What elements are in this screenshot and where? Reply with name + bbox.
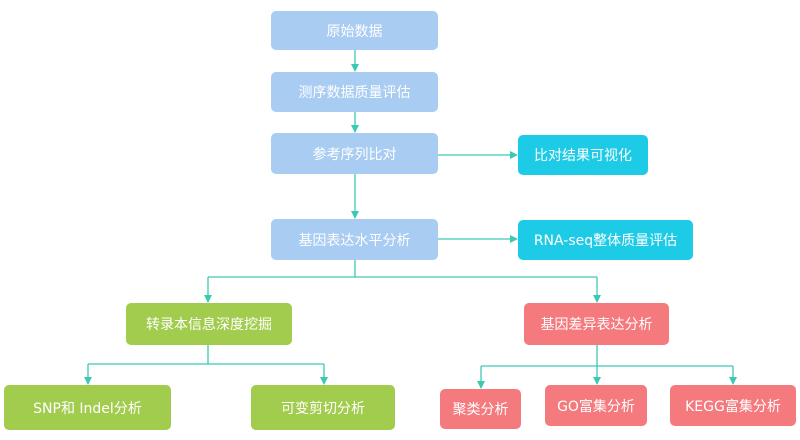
node-label: 聚类分析 (452, 402, 509, 418)
node-label: SNP和 Indel分析 (33, 400, 142, 417)
node-label: RNA-seq整体质量评估 (533, 233, 678, 249)
node-ref-alignment: 参考序列比对 (271, 133, 438, 174)
node-label: 基因表达水平分析 (298, 232, 411, 249)
node-label: 基因差异表达分析 (540, 317, 653, 333)
node-transcript-mining: 转录本信息深度挖掘 (126, 303, 292, 345)
node-label: KEGG富集分析 (685, 398, 781, 415)
node-label: 参考序列比对 (312, 146, 397, 163)
node-diff-expression: 基因差异表达分析 (524, 303, 669, 345)
node-seq-quality: 测序数据质量评估 (271, 72, 438, 112)
node-go-enrichment: GO富集分析 (545, 385, 647, 426)
node-label: GO富集分析 (557, 398, 635, 415)
node-label: 转录本信息深度挖掘 (146, 317, 272, 333)
node-snp-indel: SNP和 Indel分析 (4, 385, 171, 430)
node-label: 测序数据质量评估 (298, 85, 411, 101)
node-rnaseq-quality: RNA-seq整体质量评估 (518, 220, 693, 260)
node-alignment-visualization: 比对结果可视化 (518, 135, 648, 175)
node-clustering: 聚类分析 (440, 389, 521, 429)
node-alt-splicing: 可变剪切分析 (251, 385, 395, 430)
node-kegg-enrichment: KEGG富集分析 (670, 385, 796, 426)
node-label: 比对结果可视化 (534, 148, 632, 164)
node-raw-data: 原始数据 (271, 11, 438, 50)
node-label: 原始数据 (326, 23, 383, 40)
node-label: 可变剪切分析 (281, 400, 365, 417)
node-expression-analysis: 基因表达水平分析 (271, 219, 438, 260)
